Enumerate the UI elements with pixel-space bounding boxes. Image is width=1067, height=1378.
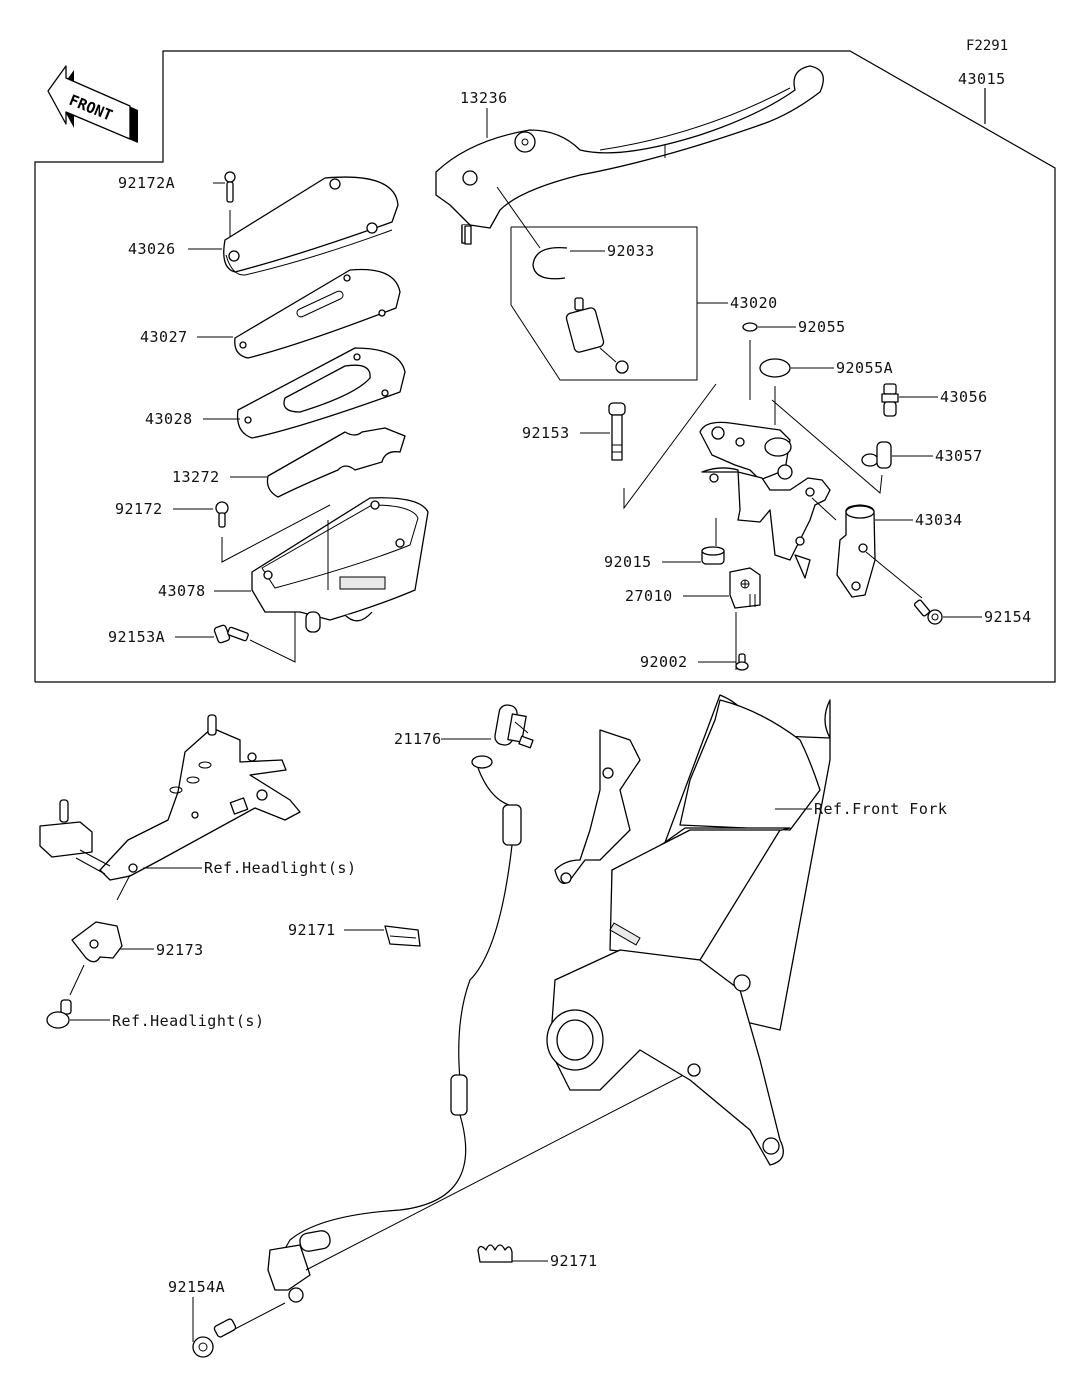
label-92002[interactable]: 92002: [640, 653, 688, 671]
reservoir-cap: [223, 176, 399, 276]
label-92173[interactable]: 92173: [156, 941, 204, 959]
sensor-bolt: [192, 1318, 237, 1358]
label-43078[interactable]: 43078: [158, 582, 206, 600]
diaphragm-plate: [234, 268, 401, 359]
label-92172[interactable]: 92172: [115, 500, 163, 518]
pad: [266, 427, 406, 498]
ref-label-headlight-bracket[interactable]: Ref.Headlight(s): [204, 859, 357, 877]
front-arrow-icon: FRONT: [47, 65, 138, 143]
clamp-92171-upper: [384, 925, 421, 947]
assembly-label[interactable]: 43015: [958, 70, 1006, 88]
figure-code: F2291: [966, 38, 1008, 54]
label-43057[interactable]: 43057: [935, 447, 983, 465]
label-92055[interactable]: 92055: [798, 318, 846, 336]
clamp-holder: [836, 504, 923, 599]
clamp-bolt: [913, 599, 943, 625]
piston-kit-box: [510, 226, 728, 381]
reservoir-body: [251, 497, 429, 633]
label-43056[interactable]: 43056: [940, 388, 988, 406]
label-92153[interactable]: 92153: [522, 424, 570, 442]
label-92153a[interactable]: 92153A: [108, 628, 165, 646]
screw-92172a: [224, 171, 236, 240]
label-43020[interactable]: 43020: [730, 294, 778, 312]
front-fork: [546, 694, 831, 1166]
ref-label-headlight-bolt[interactable]: Ref.Headlight(s): [112, 1012, 265, 1030]
label-27010[interactable]: 27010: [625, 587, 673, 605]
stay-clamp: [69, 921, 123, 996]
bolt-92153a: [213, 612, 296, 663]
label-21176[interactable]: 21176: [394, 730, 442, 748]
washer-92055: [742, 322, 758, 400]
nut: [701, 546, 725, 565]
assembly-outline: [34, 50, 1056, 683]
label-92015[interactable]: 92015: [604, 553, 652, 571]
ref-label-front-fork[interactable]: Ref.Front Fork: [814, 800, 947, 818]
label-92055a[interactable]: 92055A: [836, 359, 893, 377]
label-13272[interactable]: 13272: [172, 468, 220, 486]
label-92171-upper[interactable]: 92171: [288, 921, 336, 939]
label-13236[interactable]: 13236: [460, 89, 508, 107]
label-43028[interactable]: 43028: [145, 410, 193, 428]
bleeder-valve: [881, 383, 899, 417]
label-43027[interactable]: 43027: [140, 328, 188, 346]
label-92172a[interactable]: 92172A: [118, 174, 175, 192]
label-43026[interactable]: 43026: [128, 240, 176, 258]
brake-switch: [729, 567, 761, 670]
headlight-bolt: [46, 999, 72, 1029]
label-92033[interactable]: 92033: [607, 242, 655, 260]
abs-sensor-cable: [232, 704, 698, 1331]
label-92154a[interactable]: 92154A: [168, 1278, 225, 1296]
banjo-fitting: [771, 399, 892, 494]
washer-92055a: [759, 358, 791, 425]
brake-lever: [435, 65, 824, 249]
label-92171-lower[interactable]: 92171: [550, 1252, 598, 1270]
diaphragm: [236, 347, 406, 439]
headlight-bracket: [39, 714, 301, 901]
label-92154[interactable]: 92154: [984, 608, 1032, 626]
screw-92172: [215, 501, 331, 563]
label-43034[interactable]: 43034: [915, 511, 963, 529]
pivot-bolt: [608, 383, 717, 510]
clamp-92171-lower: [477, 1244, 513, 1263]
master-cylinder-body: [699, 421, 837, 579]
switch-screw: [735, 653, 749, 671]
